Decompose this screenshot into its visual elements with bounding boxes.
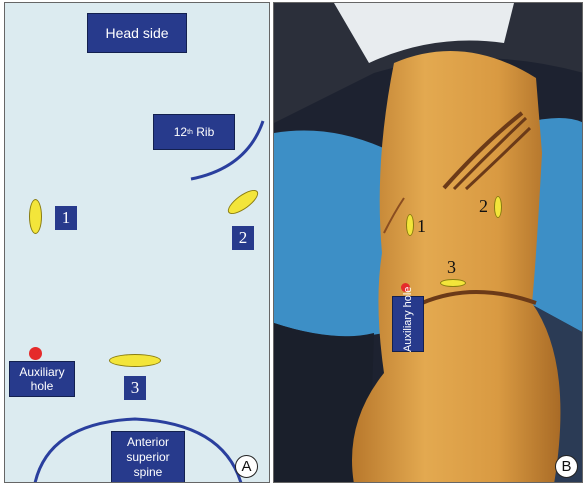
rib-label-number: 12 <box>174 125 187 139</box>
landmark-curves <box>5 3 270 483</box>
photo-port-1-label: 1 <box>417 216 426 237</box>
aux-label-line1: Auxiliary <box>19 365 64 379</box>
port-1-marker <box>29 199 42 234</box>
port-3-label: 3 <box>124 376 146 400</box>
photo-port-2-marker <box>494 196 502 218</box>
auxiliary-hole-marker <box>29 347 42 360</box>
photo-port-3-marker <box>440 279 466 287</box>
spine-label-line2: superior <box>126 450 169 465</box>
auxiliary-hole-label: Auxiliary hole <box>9 361 75 397</box>
patient-illustration <box>274 3 583 483</box>
head-side-label: Head side <box>87 13 187 53</box>
anterior-superior-spine-label: Anterior superior spine <box>111 431 185 483</box>
photo-auxiliary-hole-label: Auxiliary hole <box>392 296 424 352</box>
patient-flank <box>352 51 560 483</box>
spine-label-line3: spine <box>134 465 163 480</box>
panel-b-corner-label: B <box>555 455 578 478</box>
photo-port-2-label: 2 <box>479 196 488 217</box>
port-3-marker <box>109 354 161 367</box>
aux-label-line2: hole <box>31 379 54 393</box>
head-side-text: Head side <box>105 25 168 41</box>
panel-b-photo: 1 2 3 Auxiliary hole B <box>273 2 583 483</box>
photo-port-3-label: 3 <box>447 257 456 278</box>
rib-label-text: Rib <box>193 125 214 139</box>
panel-a-corner-label: A <box>235 455 258 478</box>
drape-left-blue <box>274 131 394 337</box>
photo-port-1-marker <box>406 214 414 236</box>
spine-label-line1: Anterior <box>127 435 169 450</box>
port-2-label: 2 <box>232 226 254 250</box>
port-1-label: 1 <box>55 206 77 230</box>
photo-aux-label-text: Auxiliary hole <box>402 296 414 352</box>
